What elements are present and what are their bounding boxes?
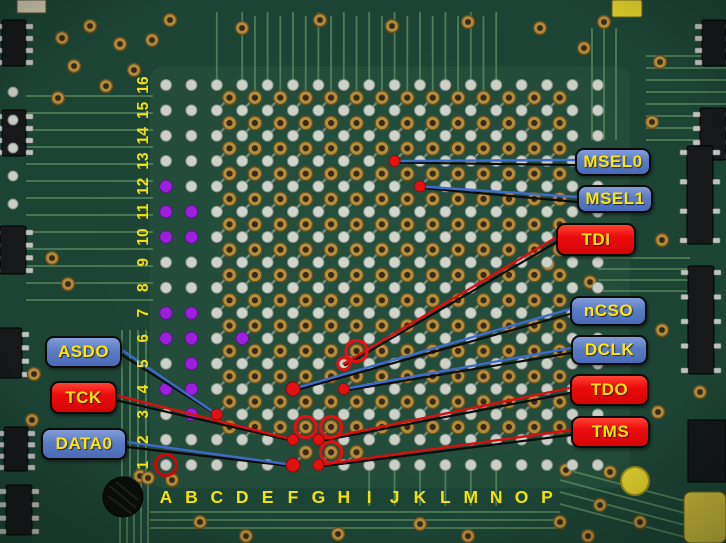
row-label-13: 13 [135, 152, 152, 170]
row-label-3: 3 [135, 410, 152, 419]
row-label-15: 15 [135, 101, 152, 119]
signal-label-ASDO: ASDO [45, 336, 122, 368]
row-label-8: 8 [135, 283, 152, 292]
col-label-C: C [210, 487, 223, 507]
col-label-N: N [490, 487, 503, 507]
row-label-16: 16 [135, 76, 152, 94]
row-label-12: 12 [135, 178, 152, 195]
row-label-1: 1 [135, 460, 152, 469]
col-label-K: K [414, 487, 427, 507]
col-label-E: E [262, 487, 274, 507]
row-label-10: 10 [135, 228, 152, 245]
col-label-H: H [337, 487, 350, 507]
row-label-2: 2 [135, 435, 152, 444]
row-label-5: 5 [135, 359, 152, 368]
col-label-P: P [541, 487, 553, 507]
row-label-11: 11 [135, 203, 152, 220]
row-label-7: 7 [135, 309, 152, 318]
col-label-M: M [464, 487, 479, 507]
row-label-4: 4 [135, 384, 152, 393]
col-label-O: O [515, 487, 529, 507]
row-label-9: 9 [135, 258, 152, 267]
signal-label-TDO: TDO [570, 374, 649, 406]
col-label-G: G [312, 487, 326, 507]
signal-label-nCSO: nCSO [570, 296, 647, 326]
col-label-B: B [185, 487, 198, 507]
row-label-14: 14 [135, 127, 152, 145]
signal-label-MSEL0: MSEL0 [575, 148, 651, 176]
col-label-D: D [236, 487, 249, 507]
row-label-6: 6 [135, 334, 152, 343]
signal-label-TDI: TDI [556, 223, 636, 256]
signal-label-DCLK: DCLK [571, 335, 648, 365]
signal-label-TCK: TCK [50, 381, 117, 414]
signal-label-MSEL1: MSEL1 [577, 185, 653, 213]
col-label-A: A [160, 487, 173, 507]
col-label-I: I [367, 487, 372, 507]
col-label-L: L [440, 487, 451, 507]
col-label-J: J [390, 487, 400, 507]
signal-label-TMS: TMS [571, 416, 650, 448]
signal-label-DATA0: DATA0 [41, 428, 127, 460]
col-label-F: F [288, 487, 299, 507]
